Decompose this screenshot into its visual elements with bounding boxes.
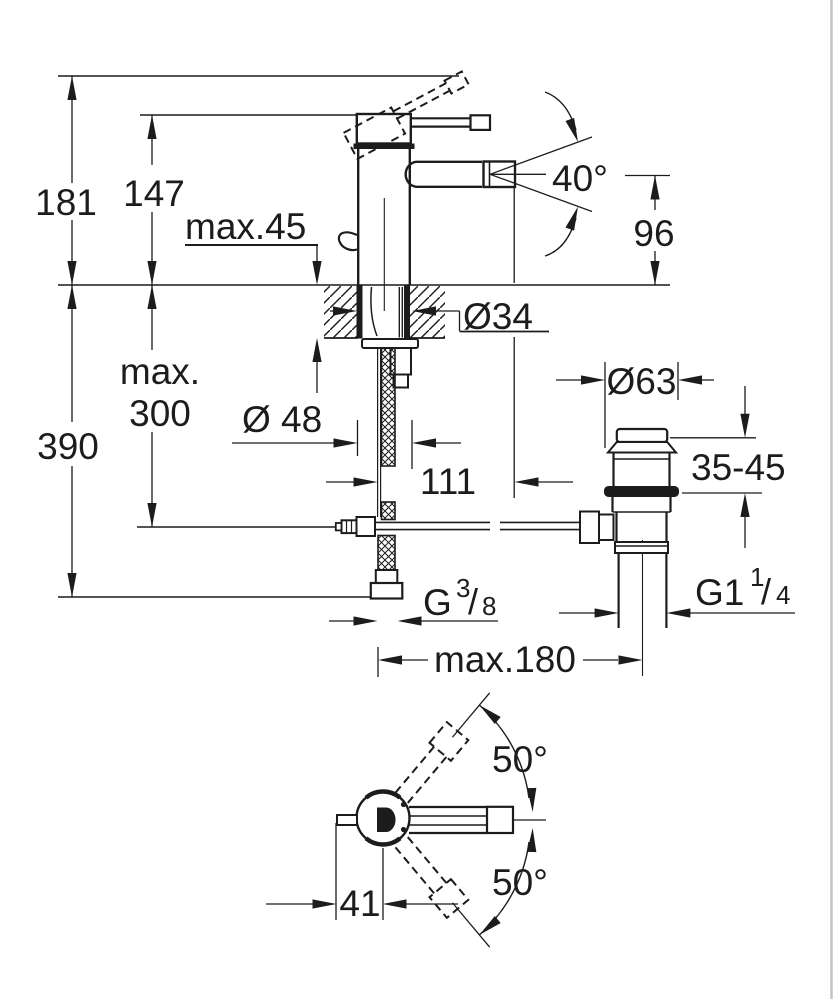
label-50-bottom: 50° — [492, 862, 548, 903]
label-50-top: 50° — [492, 739, 548, 780]
waste-ring — [614, 541, 669, 554]
handle-swivel-down-dashed — [394, 836, 491, 948]
label-g38-numerator: 3 — [456, 573, 470, 603]
waste-drain-tube — [617, 553, 668, 628]
hose-collar — [374, 569, 399, 584]
handle-swivel-up-dashed — [394, 692, 491, 804]
label-181: 181 — [35, 182, 97, 223]
label-max180: max.180 — [434, 639, 576, 680]
dim-overall-height-181: 181 — [35, 76, 97, 285]
label-g38-denominator: 8 — [482, 591, 496, 621]
label-96: 96 — [633, 213, 674, 254]
label-g114-numerator: 1 — [750, 562, 764, 592]
label-147: 147 — [123, 173, 185, 214]
dim-thread-g38: G 3 / 8 — [329, 573, 498, 626]
cap-band — [353, 143, 415, 149]
label-g38-prefix: G — [423, 582, 452, 623]
popup-waste-assembly — [579, 427, 679, 676]
dim-spray-angle-40: 40° — [489, 91, 608, 257]
dim-center-offset-41: 41 — [266, 823, 458, 924]
rod-tee-fitting — [334, 516, 376, 537]
label-dia63: Ø63 — [607, 361, 677, 402]
waste-actuator-knob — [579, 510, 600, 544]
dim-swivel-down-50: 50° — [476, 827, 548, 939]
waste-flange — [604, 486, 679, 497]
dim-depth-390: 390 — [37, 285, 99, 597]
deck-section — [324, 286, 445, 339]
waste-flare — [605, 441, 679, 454]
label-g38-slash: / — [468, 581, 478, 622]
dim-swivel-up-50: 50° — [476, 701, 548, 813]
label-dia48: Ø 48 — [242, 399, 322, 440]
popup-rod-horizontal — [375, 521, 581, 531]
faucet-body — [337, 112, 415, 285]
handle-top-view — [409, 805, 515, 835]
dim-body-height-147: 147 — [123, 115, 185, 285]
dim-waste-flange-diameter-63: Ø63 — [556, 361, 714, 448]
label-max45: max.45 — [185, 206, 306, 247]
label-41: 41 — [339, 883, 380, 924]
hose-nut-g38 — [369, 581, 404, 600]
spout-aperture — [377, 807, 396, 832]
shank-edge-right — [404, 285, 410, 339]
popup-rod-vertical — [377, 348, 382, 517]
dim-deck-thickness-max45: max.45 — [185, 206, 322, 393]
dim-hose-depth-max300: max. 300 — [120, 285, 200, 527]
dim-spout-reach-111: 111 — [326, 188, 573, 502]
lever-handle-raised-dashed — [342, 70, 470, 161]
popup-rod-hook — [337, 231, 358, 252]
waste-knob — [615, 427, 669, 444]
dim-outlet-height-96: 96 — [625, 174, 675, 285]
label-40deg: 40° — [552, 158, 608, 199]
shank-edge-left — [356, 285, 363, 339]
label-300: 300 — [129, 393, 191, 434]
dim-thread-g114: G1 1 / 4 — [559, 562, 795, 618]
plan-view: 50° 50° 41 — [266, 692, 548, 948]
lever-handle — [411, 114, 492, 132]
label-g114-slash: / — [761, 571, 771, 612]
label-111: 111 — [420, 461, 476, 502]
dim-waste-mount-range-3545: 35-45 — [670, 386, 786, 548]
under-deck-assembly — [334, 285, 581, 600]
flexible-hose — [377, 347, 396, 571]
label-390: 390 — [37, 426, 99, 467]
label-g114-denominator: 4 — [776, 580, 790, 610]
label-3545: 35-45 — [691, 447, 786, 488]
faucet-front-view — [337, 70, 517, 311]
label-dia34: Ø34 — [463, 296, 533, 337]
label-g114-prefix: G1 — [695, 572, 744, 613]
mounting-nut — [361, 338, 419, 349]
body-rear-stub — [336, 814, 358, 826]
dim-faucet-to-waste-max180: max.180 — [377, 639, 643, 680]
dim-base-diameter-48: Ø 48 — [232, 399, 461, 469]
dim-hole-diameter-34: Ø34 — [330, 296, 549, 337]
reference-lines — [58, 75, 670, 598]
label-max: max. — [120, 351, 200, 392]
